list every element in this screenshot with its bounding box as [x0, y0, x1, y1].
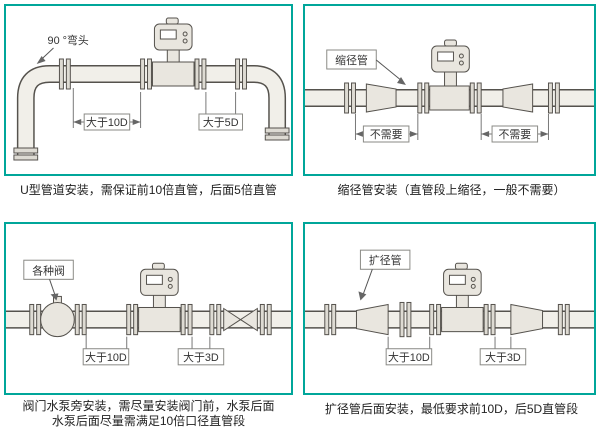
dimension-right: 不需要 — [480, 114, 549, 143]
transmitter-display — [449, 274, 466, 285]
reducer-label: 缩径管 — [335, 53, 368, 67]
transmitter-display — [437, 51, 454, 62]
u-type-diagram: 90 °弯头 大于10D 大于5 — [13, 17, 290, 161]
caption-valve-line2: 水泵后面尽量需满足10倍口径直管段 — [51, 414, 246, 428]
reducer-diagram: 缩径管 不需要 不需要 — [305, 39, 594, 143]
gate-valve-left-wedge — [223, 307, 242, 332]
valve-label: 各种阀 — [32, 263, 65, 277]
dimension-left: 大于10D — [72, 88, 142, 131]
ball-valve — [40, 301, 75, 338]
caption-reducer: 缩径管安装（直管段上缩径，一般不需要） — [337, 183, 566, 197]
gate-valve-right-wedge — [239, 307, 258, 332]
expander-diagram: 扩径管 大于10D 大于3D — [305, 249, 594, 366]
caption-valve: 阀门水泵旁安装，需尽量安装阀门前，水泵后面 水泵后面尽量需满足10倍口径直管段 — [0, 399, 297, 429]
dim-left-label: 大于10D — [85, 350, 127, 364]
reducer-annotation: 缩径管 — [326, 49, 406, 85]
transmitter-display — [159, 29, 177, 40]
caption-expander: 扩径管后面安装，最低要求前10D，后5D直管段 — [324, 402, 579, 416]
dim-right-label: 大于5D — [203, 115, 239, 129]
reducer-cone-left — [365, 83, 397, 113]
expander-cone-right — [510, 303, 544, 336]
dimension-right: 大于5D — [198, 92, 244, 131]
flowmeter — [140, 17, 207, 90]
reducer-cone-right — [502, 83, 534, 113]
flowmeter — [417, 39, 482, 114]
flowmeter — [429, 262, 496, 336]
expander-annotation: 扩径管 — [358, 249, 411, 301]
dimension-left: 大于10D — [385, 336, 433, 366]
valve-annotation: 各种阀 — [23, 259, 74, 301]
transmitter-display — [146, 274, 163, 285]
dim-right-label: 不需要 — [499, 128, 532, 141]
panel-expander: 扩径管 大于10D 大于3D — [303, 222, 596, 395]
dimension-left: 大于10D — [82, 334, 130, 366]
caption-valve-line1: 阀门水泵旁安装，需尽量安装阀门前，水泵后面 — [22, 399, 275, 413]
flowmeter — [126, 262, 193, 336]
elbow-label: 90 °弯头 — [48, 33, 89, 47]
dimension-right: 大于3D — [479, 336, 527, 366]
dimension-right: 大于3D — [177, 336, 225, 366]
valve-diagram: 各种阀 大于10D 大于3D — [6, 259, 291, 366]
dimension-left: 不需要 — [354, 114, 419, 143]
panel-reducer: 缩径管 不需要 不需要 — [303, 4, 596, 176]
dim-right-label: 大于3D — [183, 350, 219, 364]
expander-cone-left — [355, 303, 389, 336]
transmitter-neck — [444, 71, 457, 87]
dim-right-label: 大于3D — [485, 350, 521, 364]
dim-left-label: 不需要 — [370, 128, 403, 141]
expander-label: 扩径管 — [369, 253, 402, 267]
dim-left-label: 大于10D — [86, 115, 128, 129]
panel-u-type: 90 °弯头 大于10D 大于5 — [4, 4, 293, 176]
elbow-annotation: 90 °弯头 — [36, 33, 89, 64]
panel-valve: 各种阀 大于10D 大于3D — [4, 222, 293, 395]
caption-u-type: U型管道安装，需保证前10倍直管，后面5倍直管 — [20, 183, 277, 197]
dim-left-label: 大于10D — [388, 350, 430, 364]
